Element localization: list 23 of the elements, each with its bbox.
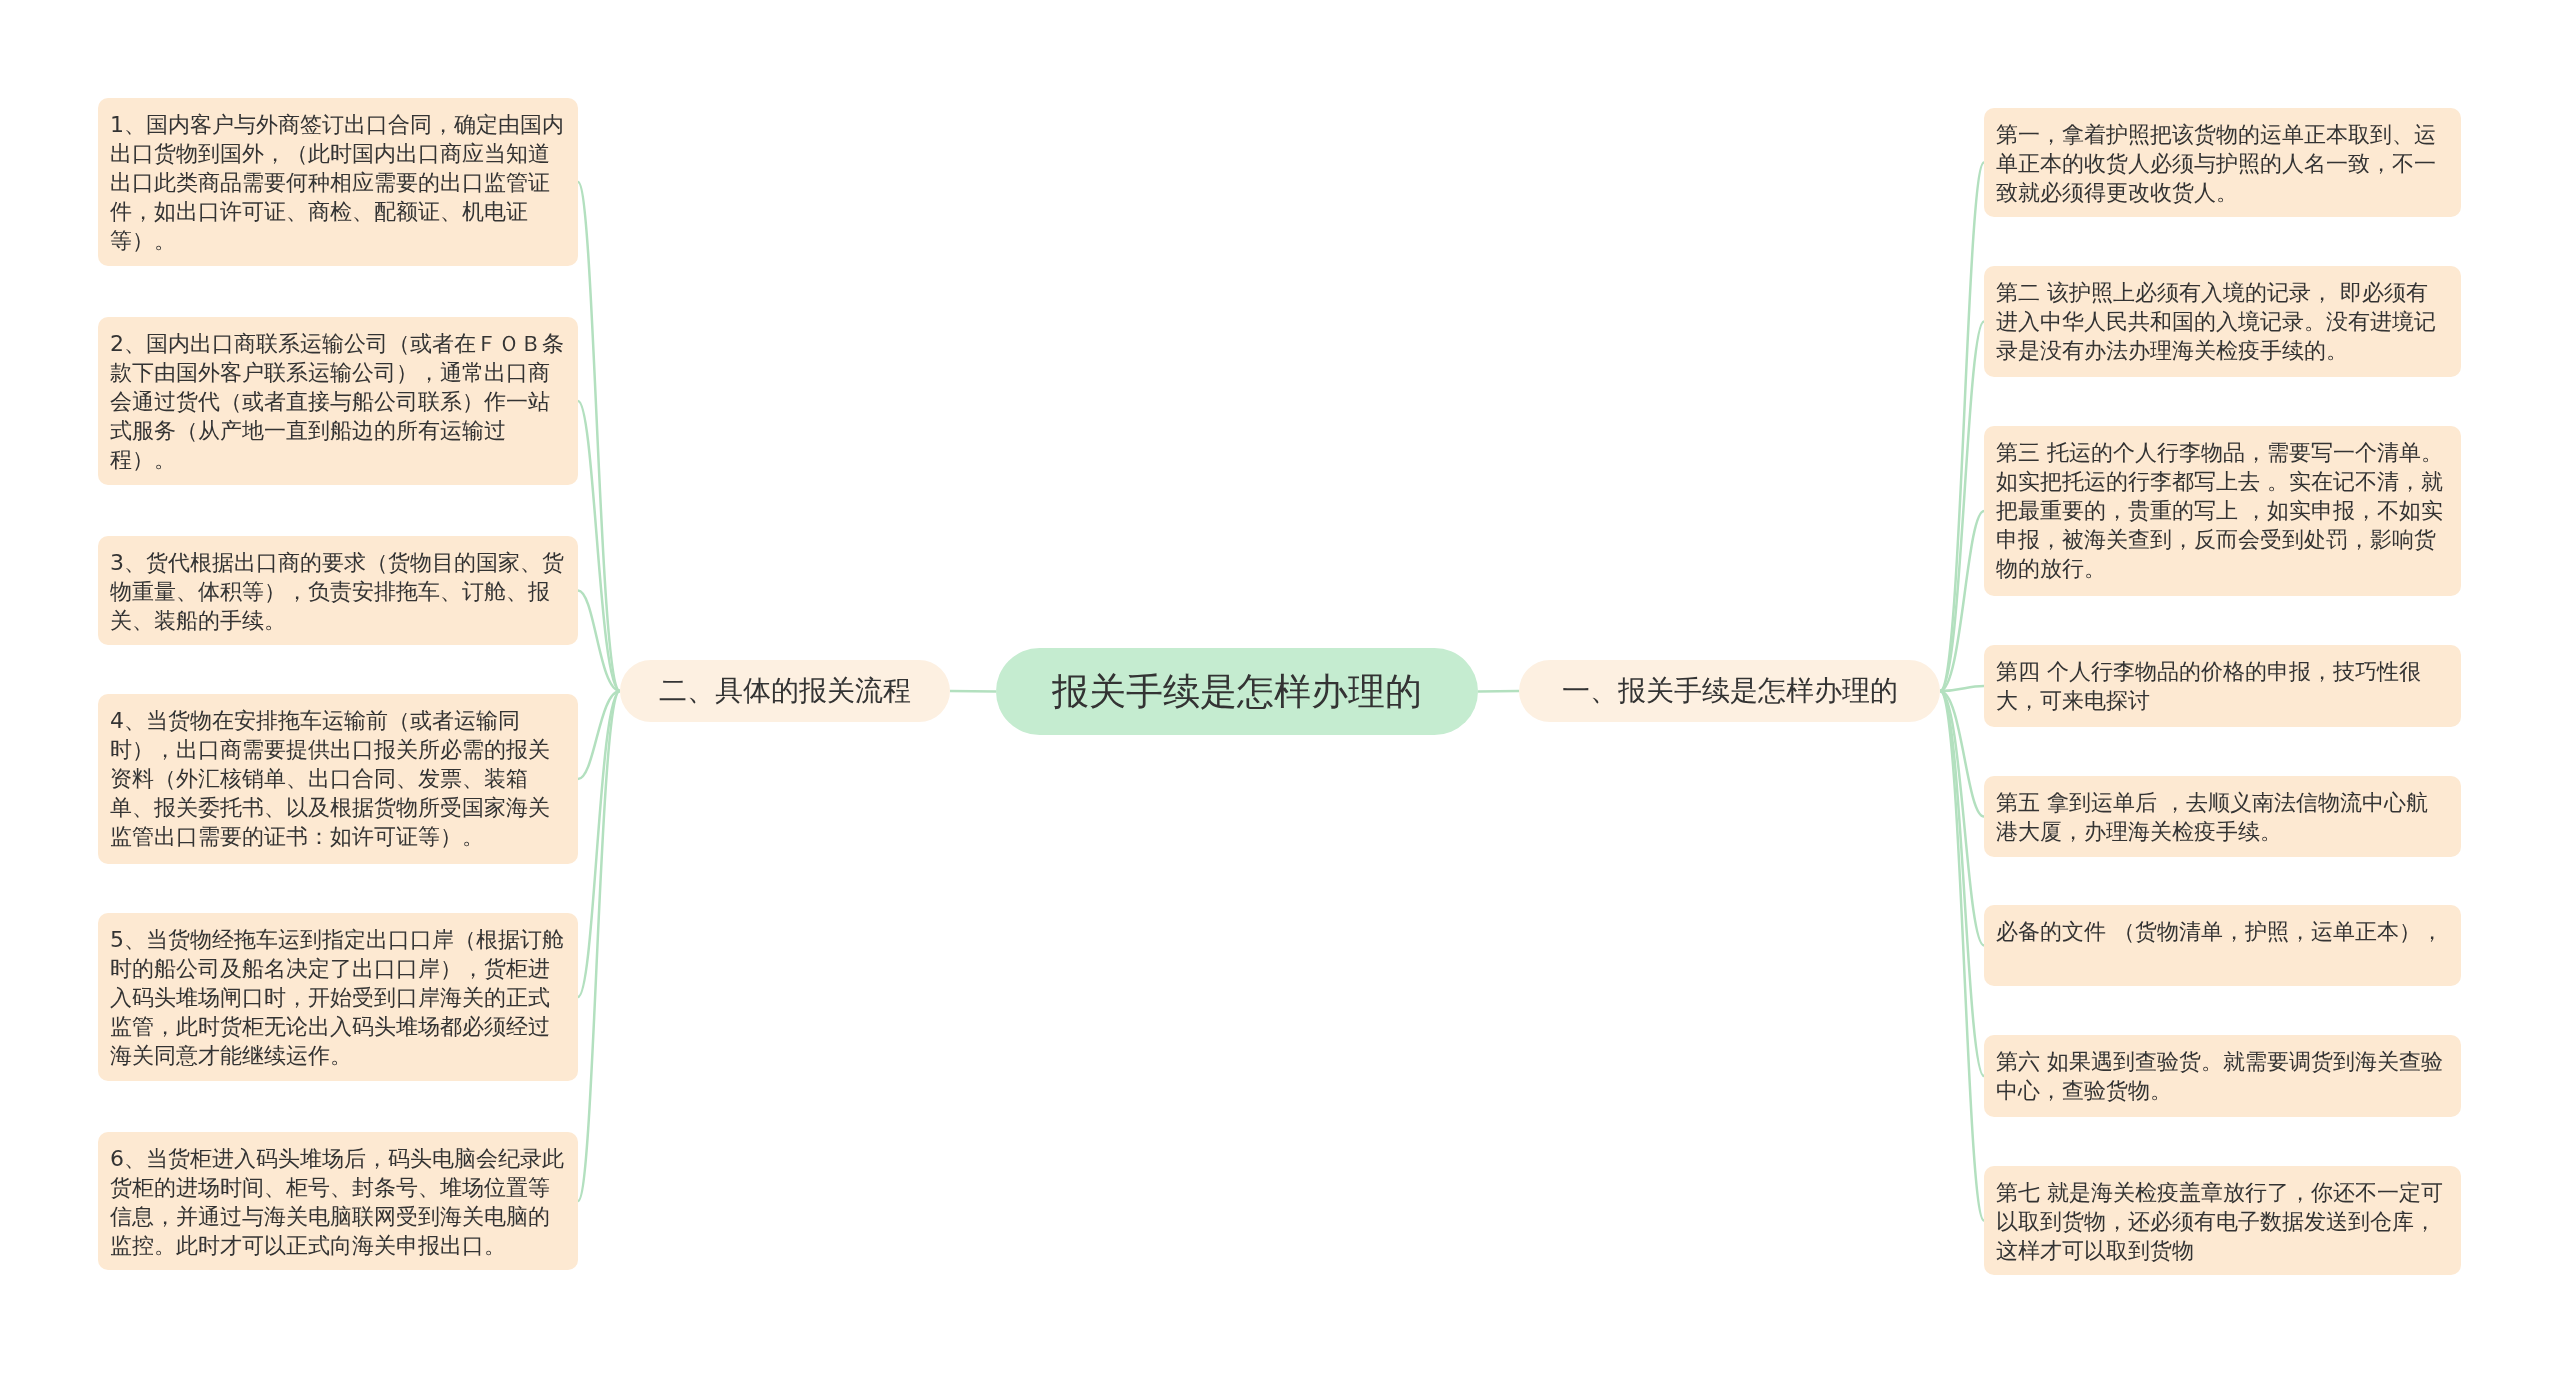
branch-topic: 一、报关手续是怎样办理的 xyxy=(1519,660,1940,722)
branch-topic: 二、具体的报关流程 xyxy=(620,660,950,722)
topic-card: 必备的文件 （货物清单，护照，运单正本）， xyxy=(1984,905,2461,986)
connector-line xyxy=(576,690,622,1202)
topic-card: 4、当货物在安排拖车运输前（或者运输同时），出口商需要提供出口报关所必需的报关资料（外汇核销单、出口合同、发票、装箱单、报关委托书、以及根据货物所受国家海关监管出口需要的证书：如许可证等）。 xyxy=(98,694,578,864)
connector-line xyxy=(1939,320,1986,692)
topic-card: 第二 该护照上必须有入境的记录， 即必须有进入中华人民共和国的入境记录。没有进境记录是没有办法办理海关检疫手续的。 xyxy=(1984,266,2461,377)
central-topic: 报关手续是怎样办理的 xyxy=(996,648,1478,735)
connector-line xyxy=(1478,689,1519,693)
topic-card: 第五 拿到运单后 ，去顺义南法信物流中心航港大厦，办理海关检疫手续。 xyxy=(1984,776,2461,857)
topic-card: 第六 如果遇到查验货。就需要调货到海关查验中心，查验货物。 xyxy=(1984,1035,2461,1117)
topic-card: 6、当货柜进入码头堆场后，码头电脑会纪录此货柜的进场时间、柜号、封条号、堆场位置等信息，并通过与海关电脑联网受到海关电脑的监控。此时才可以正式向海关申报出口。 xyxy=(98,1132,578,1270)
topic-card: 第七 就是海关检疫盖章放行了，你还不一定可以取到货物，还必须有电子数据发送到仓库，这样才可以取到货物 xyxy=(1984,1166,2461,1275)
topic-card: 5、当货物经拖车运到指定出口口岸（根据订舱时的船公司及船名决定了出口口岸），货柜进入码头堆场闸口时，开始受到口岸海关的正式监管，此时货柜无论出入码头堆场都必须经过海关同意才能继续运作。 xyxy=(98,913,578,1081)
topic-card: 3、货代根据出口商的要求（货物目的国家、货物重量、体积等），负责安排拖车、订舱、报关、装船的手续。 xyxy=(98,536,578,645)
topic-card: 第一，拿着护照把该货物的运单正本取到、运单正本的收货人必须与护照的人名一致，不一致就必须得更改收货人。 xyxy=(1984,108,2461,217)
connector-line xyxy=(576,181,622,692)
connector-line xyxy=(950,689,996,693)
topic-card: 第四 个人行李物品的价格的申报，技巧性很大，可来电探讨 xyxy=(1984,645,2461,727)
connector-line xyxy=(1938,690,1986,1221)
topic-card: 2、国内出口商联系运输公司（或者在ＦＯＢ条款下由国外客户联系运输公司），通常出口商会通过货代（或者直接与船公司联系）作一站式服务（从产地一直到船边的所有运输过程）。 xyxy=(98,317,578,485)
topic-card: 第三 托运的个人行李物品，需要写一个清单。如实把托运的行李都写上去 。实在记不清，就把最重要的，贵重的写上 ，如实申报，不如实申报，被海关查到，反而会受到处罚，影响货物的放行。 xyxy=(1984,426,2461,596)
topic-card: 1、国内客户与外商签订出口合同，确定由国内出口货物到国外，（此时国内出口商应当知道出口此类商品需要何种相应需要的出口监管证件，如出口许可证、商检、配额证、机电证等）。 xyxy=(98,98,578,266)
